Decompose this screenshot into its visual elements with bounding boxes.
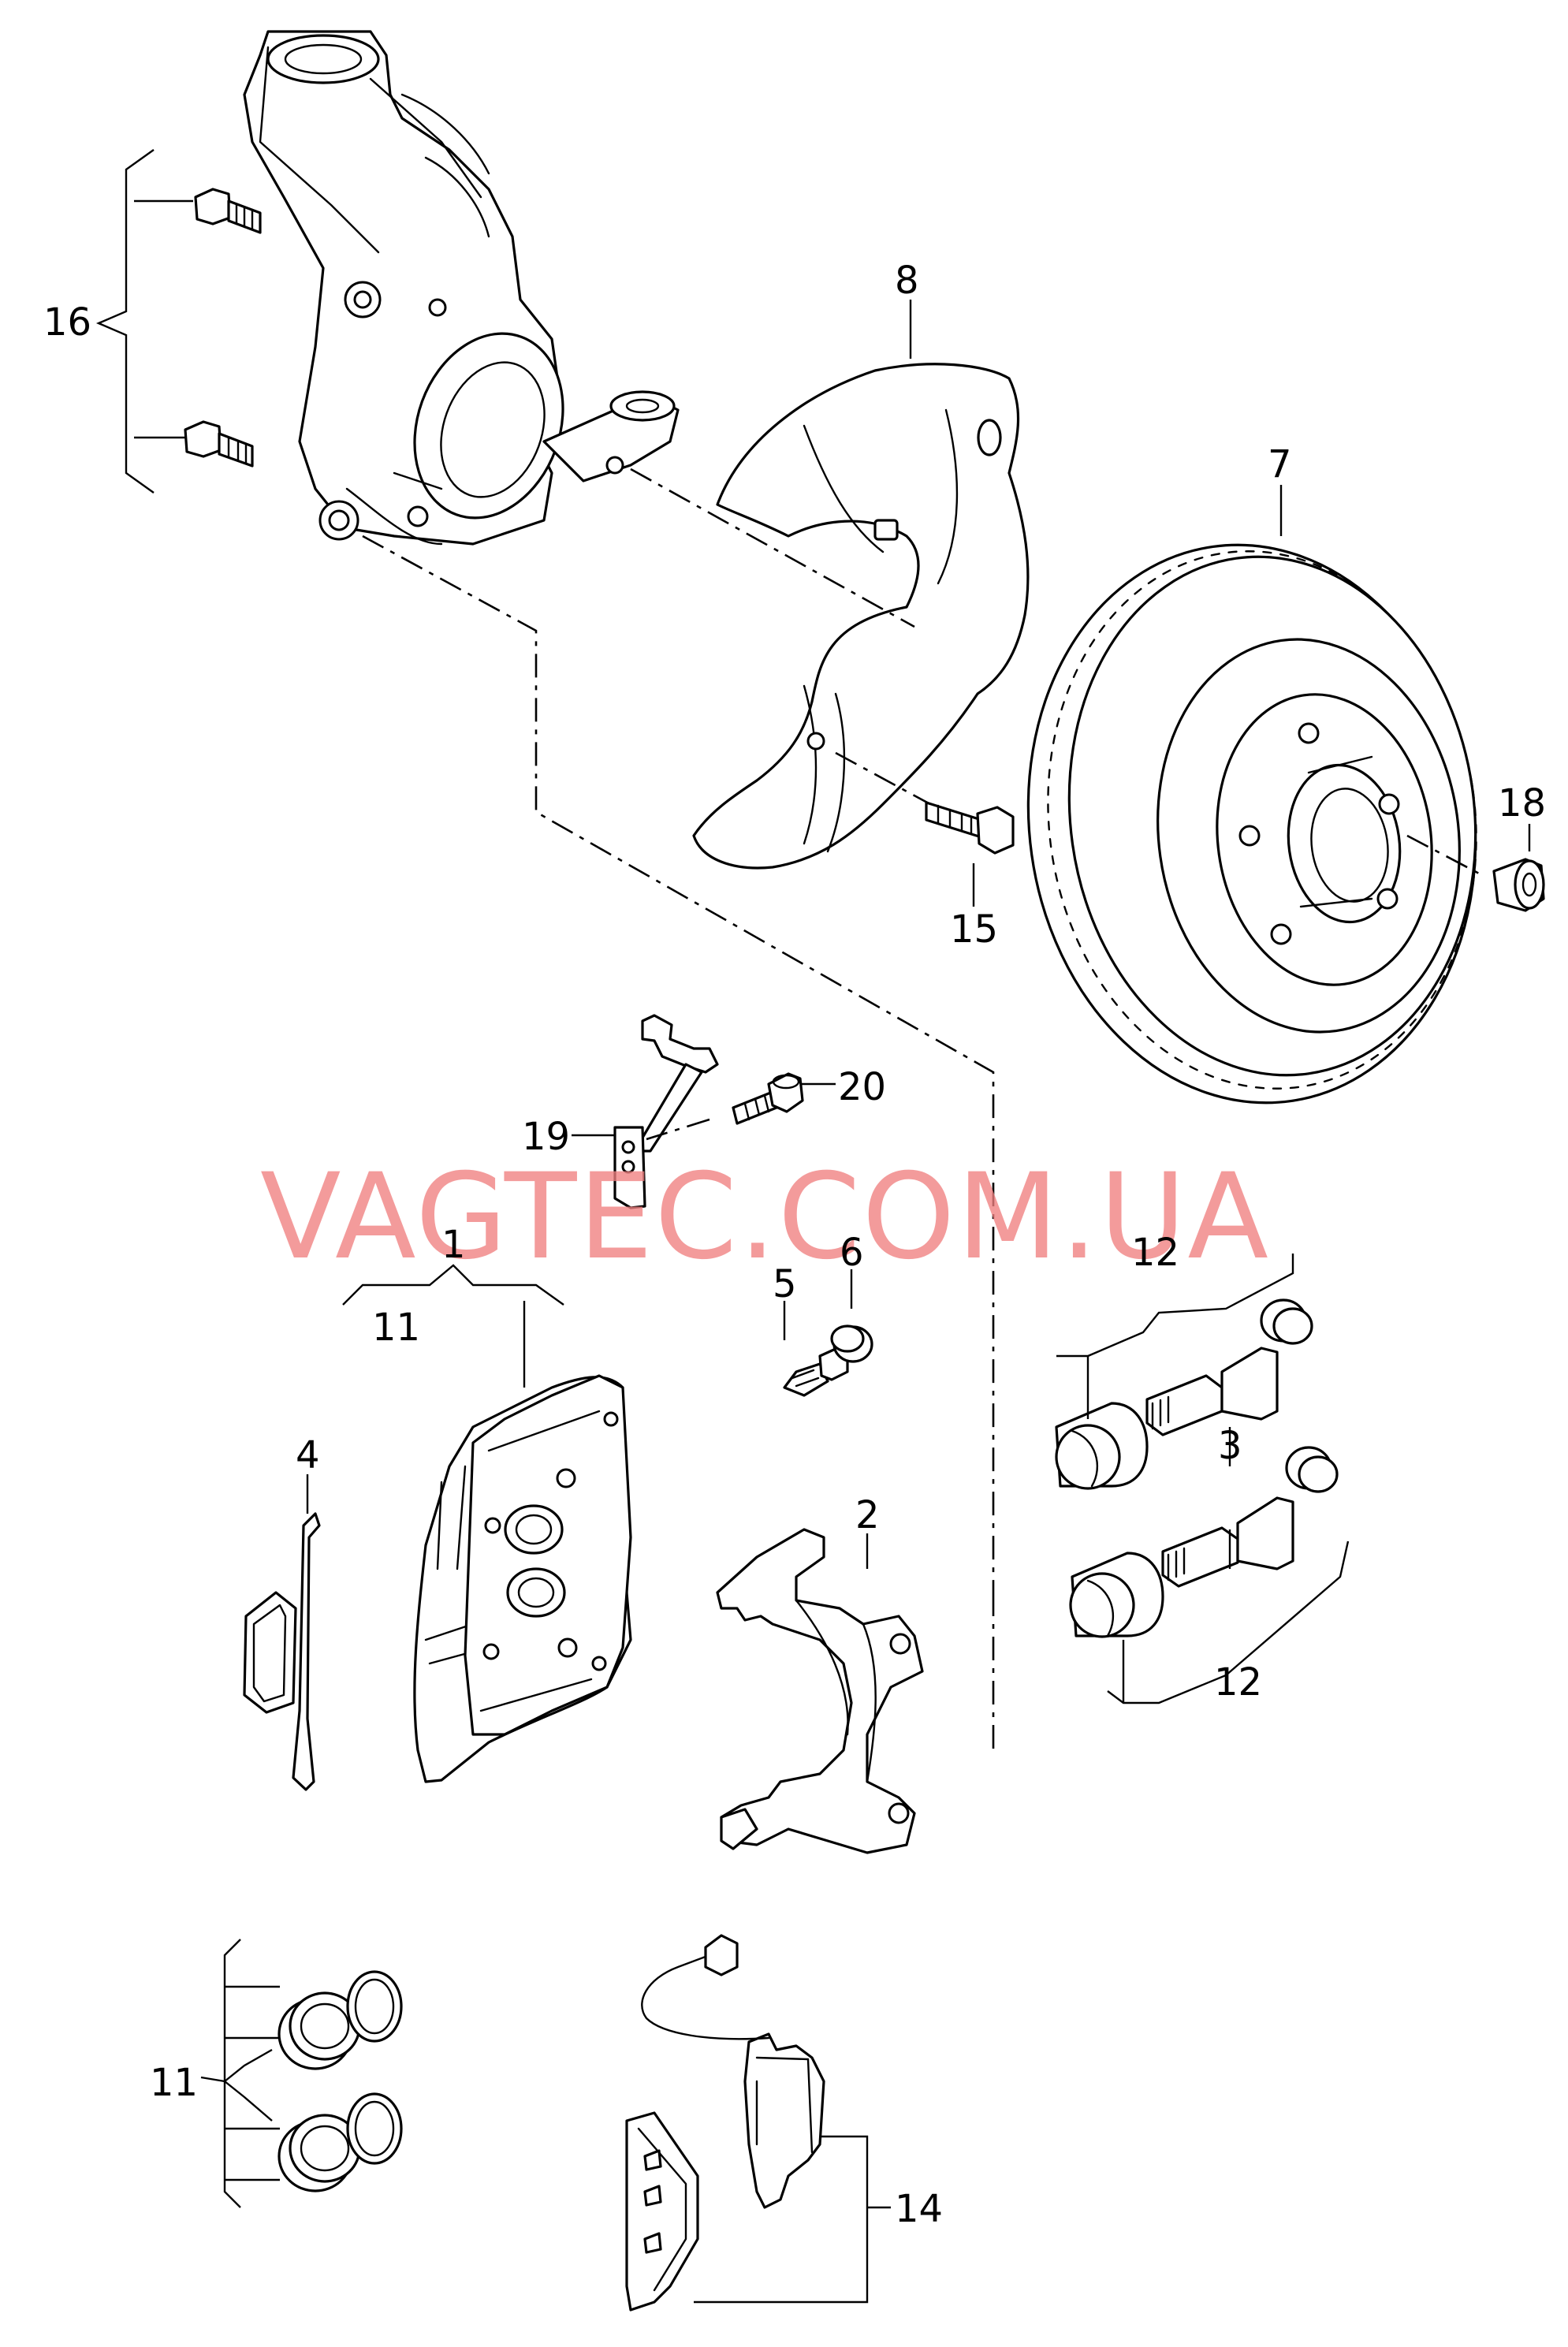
callout-15: 15 (950, 907, 998, 952)
watermark-text: VAGTEC.COM.UA (260, 1149, 1270, 1286)
callout-14: 14 (895, 2187, 943, 2231)
dust-cap (830, 1324, 873, 1363)
steering-knuckle (243, 30, 680, 546)
callout-11-seals: 11 (150, 2061, 198, 2105)
caliper-carrier (716, 1528, 924, 1854)
knuckle-bolt-upper (194, 188, 262, 234)
callout-leaders (95, 149, 1531, 2304)
callout-6: 6 (840, 1231, 864, 1275)
pad-retaining-spring (243, 1512, 321, 1791)
brake-pad-set (625, 1934, 825, 2312)
callout-2: 2 (855, 1493, 880, 1537)
brake-splash-shield (692, 363, 1030, 870)
piston-seal-kit (277, 1970, 403, 2192)
callout-16: 16 (43, 300, 91, 345)
knuckle-bolt-lower (184, 420, 254, 468)
callout-numbers: 16 8 7 18 15 20 19 1 11 5 6 12 4 3 2 12 … (43, 259, 1546, 2231)
brake-disc (1026, 543, 1477, 1105)
callout-18: 18 (1498, 781, 1546, 825)
splash-shield-bolt (925, 801, 1015, 855)
callout-12-lower: 12 (1214, 1660, 1262, 1704)
disc-retaining-screw (1492, 858, 1545, 912)
bleed-screw (783, 1347, 849, 1397)
assembly-lines (362, 468, 1483, 1750)
callout-5: 5 (773, 1262, 797, 1306)
callout-8: 8 (895, 259, 919, 303)
brake-caliper-housing (413, 1374, 632, 1783)
callout-7: 7 (1268, 442, 1292, 486)
callout-3: 3 (1218, 1424, 1242, 1468)
sensor-wire-bracket (613, 1014, 719, 1209)
callout-4: 4 (296, 1433, 320, 1477)
guide-pin-lower (1069, 1446, 1339, 1638)
callout-1: 1 (441, 1223, 466, 1267)
callout-12-upper: 12 (1131, 1231, 1179, 1275)
callout-19: 19 (522, 1115, 570, 1159)
guide-pin-upper (1055, 1298, 1313, 1490)
callout-11-caliper: 11 (372, 1306, 420, 1350)
bracket-screw (732, 1072, 804, 1125)
callout-20: 20 (838, 1065, 886, 1109)
